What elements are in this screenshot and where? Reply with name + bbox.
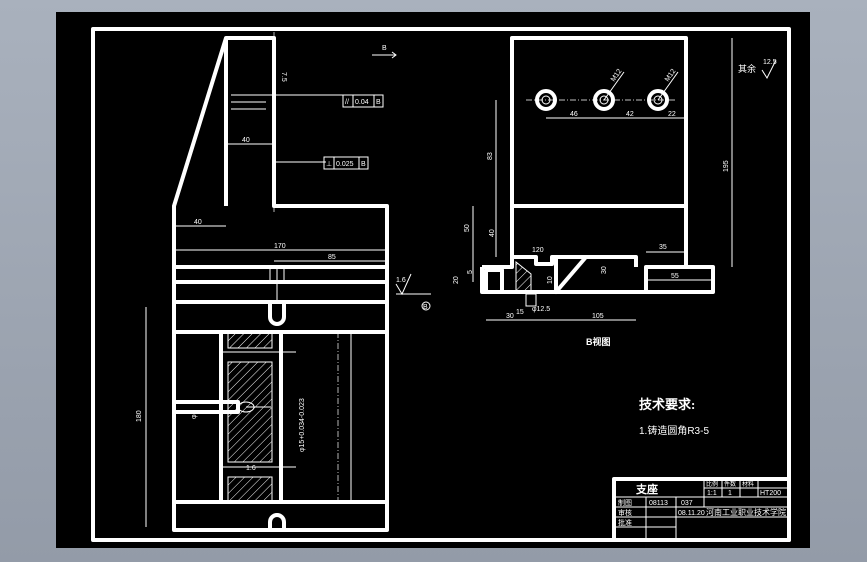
section-view-label: B视图 (586, 336, 611, 347)
school-name: 河南工业职业技术学院 (706, 507, 786, 517)
front-view-lower: 180 φ5 φ15+0.034-0.023 1.6 (136, 300, 389, 532)
side-view-b: M12 M12 46 42 22 83 50 40 20 5 195 30 35… (453, 36, 733, 347)
perpendicular-tolerance-value: 0.025 (336, 161, 354, 168)
dim-40-top: 40 (242, 137, 250, 144)
svg-text:120: 120 (532, 247, 544, 254)
svg-text:审核: 审核 (618, 508, 632, 517)
svg-text:30: 30 (506, 313, 514, 320)
sheet-border (91, 27, 791, 542)
technical-drawing: // 0.04 B ⊥ 0.025 B 40 40 170 85 7.5 1.6… (91, 27, 791, 542)
parallel-tolerance-value: 0.04 (355, 99, 369, 106)
dim-40-left: 40 (194, 219, 202, 226)
svg-text:55: 55 (671, 273, 679, 280)
svg-text:195: 195 (723, 160, 730, 172)
dim-85: 85 (328, 254, 336, 261)
general-roughness-note: 其余 12.5 (738, 59, 777, 80)
svg-text:83: 83 (487, 152, 494, 160)
bore-dim: φ15+0.034-0.023 (299, 398, 306, 452)
svg-text:40: 40 (489, 229, 496, 237)
svg-text:B: B (361, 161, 366, 168)
svg-text:08.11.20: 08.11.20 (678, 510, 705, 517)
title-block: 支座 比例 件数 材料 1:1 1 HT200 制图 08113 037 审核 … (612, 477, 791, 542)
svg-text:12.5: 12.5 (763, 59, 777, 66)
svg-text:30: 30 (601, 266, 608, 274)
svg-text:1: 1 (728, 490, 732, 497)
tech-req-item-1: 1.铸造圆角R3-5 (639, 424, 709, 437)
svg-text:15: 15 (516, 309, 524, 316)
svg-text:08113: 08113 (649, 500, 668, 507)
svg-text://: // (345, 99, 349, 106)
svg-text:1.6: 1.6 (396, 277, 406, 284)
svg-text:1:1: 1:1 (707, 490, 717, 497)
svg-text:其余: 其余 (738, 63, 756, 74)
front-view-upper: // 0.04 B ⊥ 0.025 B 40 40 170 85 7.5 1.6… (172, 32, 431, 311)
svg-text:46: 46 (570, 111, 578, 118)
svg-text:B: B (376, 99, 381, 106)
technical-requirements: 技术要求: 1.铸造圆角R3-5 (639, 397, 709, 437)
svg-text:材料: 材料 (742, 480, 754, 488)
cad-viewport[interactable]: // 0.04 B ⊥ 0.025 B 40 40 170 85 7.5 1.6… (56, 12, 810, 548)
tech-req-title: 技术要求: (639, 397, 695, 412)
svg-text:20: 20 (453, 276, 460, 284)
svg-text:10: 10 (547, 276, 554, 284)
view-b-label: B (382, 45, 387, 52)
svg-text:批准: 批准 (618, 518, 632, 527)
svg-text:5: 5 (467, 270, 474, 274)
svg-text:φ12.5: φ12.5 (532, 306, 550, 313)
svg-text:22: 22 (668, 111, 676, 118)
svg-text:105: 105 (592, 313, 604, 320)
svg-text:φ5: φ5 (191, 410, 198, 419)
svg-text:B: B (423, 304, 428, 311)
dim-180: 180 (136, 410, 143, 422)
svg-text:50: 50 (464, 224, 471, 232)
svg-text:制图: 制图 (618, 498, 632, 507)
svg-text:7.5: 7.5 (280, 72, 287, 82)
svg-text:件数: 件数 (724, 480, 736, 488)
part-name: 支座 (635, 482, 658, 496)
dim-170: 170 (274, 243, 286, 250)
svg-text:HT200: HT200 (760, 490, 781, 497)
svg-text:35: 35 (659, 244, 667, 251)
svg-text:⊥: ⊥ (326, 161, 332, 168)
svg-text:比例: 比例 (706, 480, 718, 488)
svg-text:1.6: 1.6 (246, 465, 256, 472)
svg-text:42: 42 (626, 111, 634, 118)
svg-text:037: 037 (681, 500, 693, 507)
